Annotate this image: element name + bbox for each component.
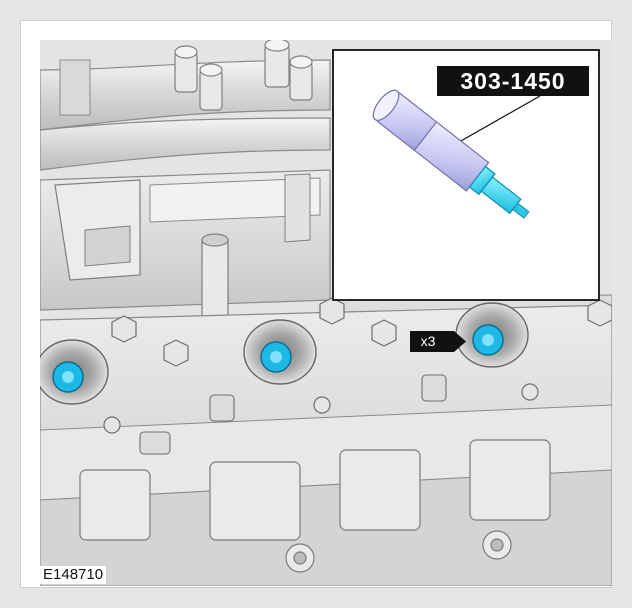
head-face [40,404,612,501]
pipe-bracket [59,59,91,116]
head-bolts [103,297,612,434]
quantity-label: x3 [410,331,446,352]
injector-connectors [139,374,447,455]
dipstick-tube [201,239,229,321]
head-lower-face [40,469,612,586]
tool-number-label: 303-1450 [437,66,589,96]
spark-plug-well-1 [40,339,109,405]
top-studs [174,40,313,111]
spark-plug-well-2 [243,319,317,385]
bracket-slot [84,225,131,267]
coolant-pipe-lower [40,117,331,171]
housing-rib [149,177,321,223]
quantity-arrow [446,331,466,352]
spark-plug-socket-tool [372,89,530,219]
coolant-pipe [40,59,331,131]
spark-plug-well-3 [455,302,529,368]
lower-bosses [79,439,551,573]
figure-id-label: E148710 [40,566,107,584]
